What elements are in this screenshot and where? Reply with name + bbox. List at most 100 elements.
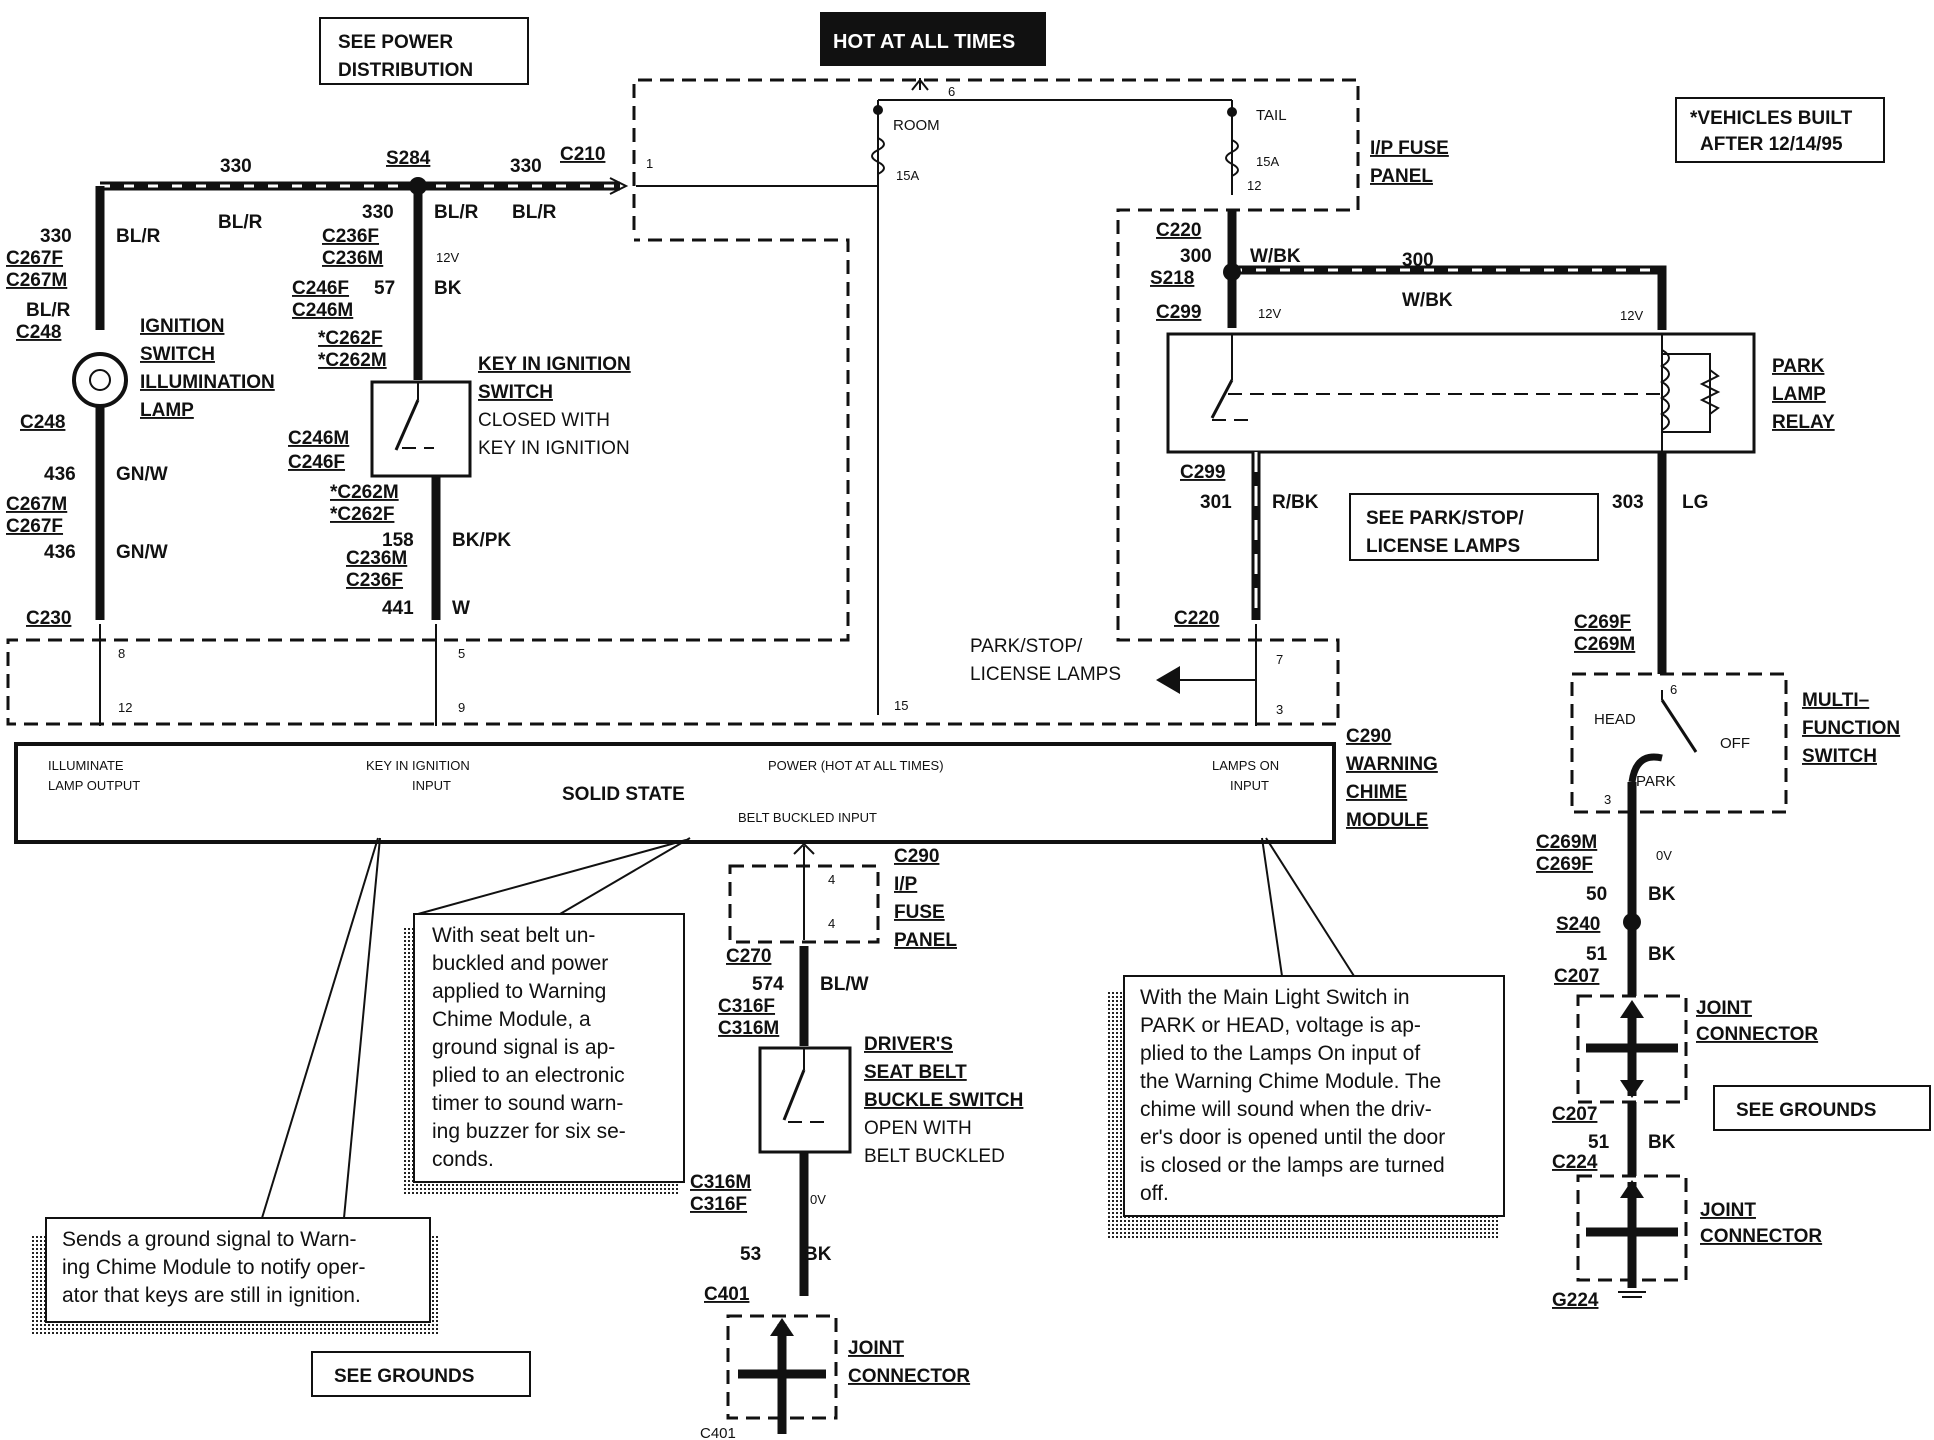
see-power-text-1: SEE POWER <box>338 32 453 53</box>
connector-c262f: *C262F <box>318 328 382 349</box>
color-blr-key: BL/R <box>434 202 479 223</box>
note-lamps-line-3: plied to the Lamps On input of <box>1140 1042 1420 1065</box>
relay-label-1: PARK <box>1772 356 1825 377</box>
wire-330-key: 330 <box>362 202 394 223</box>
connector-c220-a: C220 <box>1156 220 1201 241</box>
color-bk-mfs-b: BK <box>1648 944 1676 965</box>
note-key: Sends a ground signal to Warn- ing Chime… <box>30 837 440 1334</box>
connector-c267f: C267F <box>6 248 63 269</box>
note-belt-line-1: With seat belt un- <box>432 924 595 947</box>
joint-right-1-label-1: JOINT <box>1696 998 1752 1019</box>
wire-158: 158 <box>382 530 414 551</box>
key-switch-label-3: CLOSED WITH <box>478 410 610 431</box>
pin-15: 15 <box>894 698 908 713</box>
pin-5: 5 <box>458 646 465 661</box>
module-illuminate-1: ILLUMINATE <box>48 758 124 773</box>
belt-switch-1: DRIVER'S <box>864 1034 953 1055</box>
ip-fuse-panel-label-1: I/P FUSE <box>1370 138 1449 159</box>
color-w: W <box>452 598 470 619</box>
connector-c248-a: C248 <box>16 322 61 343</box>
right-ground-circuit: C207 51 BK C224 JOINT CONNECTOR G224 <box>1552 1102 1822 1311</box>
color-rbk: R/BK <box>1272 492 1319 513</box>
color-blr-c: BL/R <box>512 202 557 223</box>
color-bk-mfs-c: BK <box>1648 1132 1676 1153</box>
module-key-2: INPUT <box>412 778 451 793</box>
mfs-park: PARK <box>1636 773 1676 790</box>
belt-color-bk: BK <box>804 1244 832 1265</box>
belt-wire-574: 574 <box>752 974 784 995</box>
connector-c267m-2: C267M <box>6 494 67 515</box>
fuse-room: ROOM <box>893 117 940 134</box>
belt-joint-2: CONNECTOR <box>848 1366 970 1387</box>
note-lamps-line-6: er's door is opened until the door <box>1140 1126 1445 1149</box>
key-switch-label-2: SWITCH <box>478 382 553 403</box>
note-belt-line-4: Chime Module, a <box>432 1008 591 1031</box>
mfs-pin-3: 3 <box>1604 792 1611 807</box>
note-belt-line-7: timer to sound warn- <box>432 1092 623 1115</box>
connector-c299-b: C299 <box>1180 462 1225 483</box>
note-belt-line-2: buckled and power <box>432 952 608 975</box>
color-lg: LG <box>1682 492 1708 513</box>
ip-fuse-panel-top: 6 ROOM TAIL 15A 15A 12 1 I/P FUSE PANEL <box>6 78 1449 726</box>
key-circuit: 330 BL/R C236F C236M 12V C246F 57 BK C24… <box>288 186 631 620</box>
key-switch-label-4: KEY IN IGNITION <box>478 438 630 459</box>
note-belt-line-5: ground signal is ap- <box>432 1036 615 1059</box>
note-lamps-line-2: PARK or HEAD, voltage is ap- <box>1140 1014 1421 1037</box>
key-switch-label-1: KEY IN IGNITION <box>478 354 631 375</box>
note-key-line-3: ator that keys are still in ignition. <box>62 1284 361 1307</box>
belt-joint-1: JOINT <box>848 1338 904 1359</box>
lamp-label-4: LAMP <box>140 400 194 421</box>
note-key-line-1: Sends a ground signal to Warn- <box>62 1228 357 1251</box>
module-belt: BELT BUCKLED INPUT <box>738 810 877 825</box>
belt-c401-b: C401 <box>700 1425 736 1440</box>
see-power-text-2: DISTRIBUTION <box>338 60 473 81</box>
connector-c262m-2: *C262M <box>330 482 399 503</box>
connector-c262f-2: *C262F <box>330 504 394 525</box>
fuse-pin-6: 6 <box>948 84 955 99</box>
see-power-distribution-box: SEE POWER DISTRIBUTION <box>319 17 529 85</box>
fuse-pin-1: 1 <box>646 156 653 171</box>
note-lamps-line-7: is closed or the lamps are turned <box>1140 1154 1445 1177</box>
color-blr-d: BL/R <box>26 300 71 321</box>
belt-c316f: C316F <box>718 996 775 1017</box>
vehicles-built-text-2: AFTER 12/14/95 <box>1700 134 1843 155</box>
module-name-2: CHIME <box>1346 782 1407 803</box>
module-c290: C290 <box>1346 726 1391 747</box>
module-illuminate-2: LAMP OUTPUT <box>48 778 140 793</box>
module-connector-pins: 8 12 5 9 15 7 3 <box>99 624 1283 726</box>
belt-switch-5: BELT BUCKLED <box>864 1146 1005 1167</box>
pin-7: 7 <box>1276 652 1283 667</box>
wire-303: 303 <box>1612 492 1644 513</box>
connector-c246m-2: C246M <box>288 428 349 449</box>
note-belt-line-6: plied to an electronic <box>432 1064 625 1087</box>
note-belt-line-3: applied to Warning <box>432 980 606 1003</box>
vehicles-built-box: *VEHICLES BUILT AFTER 12/14/95 <box>1675 97 1885 163</box>
connector-c262m: *C262M <box>318 350 387 371</box>
lamp-label-1: IGNITION <box>140 316 224 337</box>
color-blr-a: BL/R <box>116 226 161 247</box>
module-solid-state: SOLID STATE <box>562 784 685 805</box>
wire-301: 301 <box>1200 492 1232 513</box>
see-grounds-left-text: SEE GROUNDS <box>334 1366 474 1387</box>
belt-c316f-2: C316F <box>690 1194 747 1215</box>
mfs-off: OFF <box>1720 735 1750 752</box>
note-lamps-line-5: chime will sound when the driv- <box>1140 1098 1432 1121</box>
color-wbk-b: W/BK <box>1402 290 1453 311</box>
left-circuit: 330 S284 330 C210 BL/R BL/R BL/R 330 C26… <box>6 144 629 629</box>
note-belt-text: With seat belt un- buckled and power app… <box>432 924 630 1171</box>
module-power: POWER (HOT AT ALL TIMES) <box>768 758 944 773</box>
fuse-tail-amp: 15A <box>1256 154 1279 169</box>
lamp-label-2: SWITCH <box>140 344 215 365</box>
fuse-tail: TAIL <box>1256 107 1287 124</box>
see-pstl-text-1: SEE PARK/STOP/ <box>1366 508 1524 529</box>
wire-330-c: 330 <box>40 226 72 247</box>
belt-c270: C270 <box>726 946 771 967</box>
connector-c236m: C236M <box>322 248 383 269</box>
color-bk-mfs-a: BK <box>1648 884 1676 905</box>
joint-connector-right-1: JOINT CONNECTOR <box>1576 994 1818 1104</box>
connector-c207-b: C207 <box>1552 1104 1597 1125</box>
relay-label-3: RELAY <box>1772 412 1835 433</box>
connector-c269f: C269F <box>1574 612 1631 633</box>
connector-c248-b: C248 <box>20 412 65 433</box>
note-lamps-text: With the Main Light Switch in PARK or HE… <box>1140 986 1450 1205</box>
